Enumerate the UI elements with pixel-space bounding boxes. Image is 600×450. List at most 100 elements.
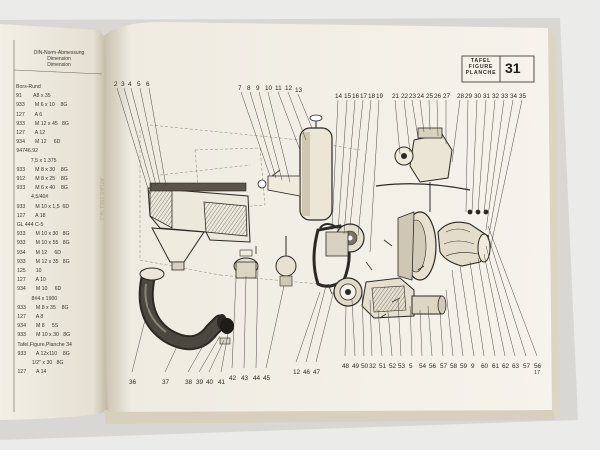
dimension-row: 933 M 10 x 30 8G <box>16 231 70 238</box>
callout-number: 9 <box>256 85 260 92</box>
dimension-row: 933 M 12 x 45 8G <box>16 120 69 127</box>
callout-number: 57 <box>440 363 448 370</box>
callout-number: 5 <box>137 81 141 88</box>
callout-number: 12 <box>293 369 301 376</box>
dimension-row: 934 M 12 6D <box>16 139 61 146</box>
callout-number: 46 <box>303 369 311 376</box>
dimension-row: 127 A 6 <box>16 111 43 118</box>
dimension-row: 933 M 12 x 35 8G <box>16 258 70 265</box>
callout-number: 8 <box>247 85 251 92</box>
callout-number: 25 <box>426 93 434 100</box>
left-page <box>0 24 110 420</box>
callout-number: 17 <box>360 93 368 100</box>
callout-number: 6 <box>146 81 150 88</box>
callout-number: 2 <box>114 81 118 88</box>
dimension-row: 7,5 x 1.375 <box>16 157 57 164</box>
callout-number: 49 <box>352 363 360 370</box>
callout-number: 60 <box>481 363 489 370</box>
dimension-row: 933 M 8 x 35 8G <box>17 304 69 311</box>
dimension-row: 1/2" x 30 8G <box>17 360 64 366</box>
callout-number: 57 <box>523 363 531 370</box>
dimension-row: 934 M 10 6D <box>17 286 62 293</box>
callout-number: 41 <box>218 379 226 386</box>
callout-number: 18 <box>368 93 376 100</box>
callout-number: 33 <box>501 93 509 100</box>
callout-number: 22 <box>401 93 409 100</box>
callout-number: 61 <box>492 363 500 370</box>
callout-number: 36 <box>129 379 137 386</box>
callout-number: 30 <box>474 93 482 100</box>
header-line-3: Dimension <box>47 62 71 68</box>
dimension-row: 912 M 8 x 25 8G <box>16 176 68 182</box>
callout-number: 56 <box>534 363 542 370</box>
callout-number: 3 <box>121 81 125 88</box>
dimension-row: 4,5/40# <box>16 194 49 201</box>
plate-label: TAFEL FIGURE PLANCHE <box>464 58 498 76</box>
dimension-row: 933 M 10 x 55 8G <box>16 240 70 247</box>
callout-number: 37 <box>162 379 170 386</box>
callout-number: 12 <box>285 85 293 92</box>
callout-number: 62 <box>502 363 510 370</box>
callout-number: 5 <box>409 363 413 370</box>
gutter-print: ATLAS 1961 Nr.1 <box>98 178 104 221</box>
callout-number: 35 <box>519 93 527 100</box>
callout-number: 44 <box>253 375 261 382</box>
callout-number: 4 <box>128 81 132 88</box>
callout-number: 19 <box>376 93 384 100</box>
callout-number: 52 <box>389 363 397 370</box>
plate-word-figure: FIGURE <box>468 64 494 70</box>
dimension-row: 933 M 10 x 30 8G <box>17 332 71 339</box>
plate-word-planche: PLANCHE <box>465 70 497 76</box>
callout-number: 58 <box>450 363 458 370</box>
dimension-row: 127 A 10 <box>17 277 46 284</box>
callout-number: 23 <box>409 93 417 100</box>
header-line-1: DIN-Norm-Abmessung <box>33 50 85 56</box>
dimension-row: 127 A 12 <box>16 130 46 136</box>
callout-number: 48 <box>342 363 350 370</box>
header-line-2: Dimension <box>47 56 71 62</box>
callout-number: 50 <box>361 363 369 370</box>
dimension-row: 94746.92 <box>16 148 38 155</box>
callout-number: 45 <box>263 375 271 382</box>
dimension-row: 125 10 <box>17 268 42 274</box>
callout-number: 9 <box>471 363 475 370</box>
callout-number: 63 <box>512 363 520 370</box>
dimension-row: 8#4 x 1900 <box>17 295 58 302</box>
dimension-row: 127 A 14 <box>17 369 47 376</box>
callout-number: 53 <box>398 363 406 370</box>
dimension-column-header: DIN-Norm-Abmessung Dimension Dimension <box>18 50 100 68</box>
callout-number: 31 <box>483 93 491 100</box>
dimension-row: Bors-Rund <box>16 84 41 90</box>
callout-number: 21 <box>392 93 400 100</box>
dimension-row: 933 A 12x110 8G <box>17 350 70 357</box>
callout-number: 27 <box>443 93 451 100</box>
callout-number: 40 <box>206 379 214 386</box>
callout-number: 42 <box>229 375 237 382</box>
callout-number: 32 <box>369 363 377 370</box>
callout-number: 56 <box>429 363 437 370</box>
dimension-row: 127 A 18 <box>16 212 46 219</box>
callout-number: 28 <box>457 93 465 100</box>
dimension-row: 91 A8 x 35 <box>16 93 51 100</box>
dimension-row: Tafel,Figure,Planche 34 <box>17 341 72 348</box>
dimension-row: GL 444 C-5 <box>16 222 44 228</box>
callout-number: 7 <box>238 85 242 92</box>
plate-word-tafel: TAFEL <box>470 58 492 64</box>
dimension-row: 933 M 6 x 40 8G <box>16 185 68 192</box>
callout-number: 47 <box>313 369 321 376</box>
dimension-row: 934 M 8 5S <box>17 323 59 330</box>
callout-number: 59 <box>460 363 468 370</box>
callout-number: 13 <box>295 87 303 94</box>
plate-number: 31 <box>505 60 521 76</box>
callout-number: 39 <box>196 379 204 386</box>
callout-number: 51 <box>379 363 387 370</box>
dimension-row: 933 M 10 x 1,5 6D <box>16 203 70 210</box>
dimension-row: 933 M 8 x 30 8G <box>16 166 68 173</box>
callout-number: 38 <box>185 379 193 386</box>
callout-number: 29 <box>465 93 473 100</box>
callout-number: 43 <box>241 375 249 382</box>
page-number: 17 <box>534 370 541 376</box>
